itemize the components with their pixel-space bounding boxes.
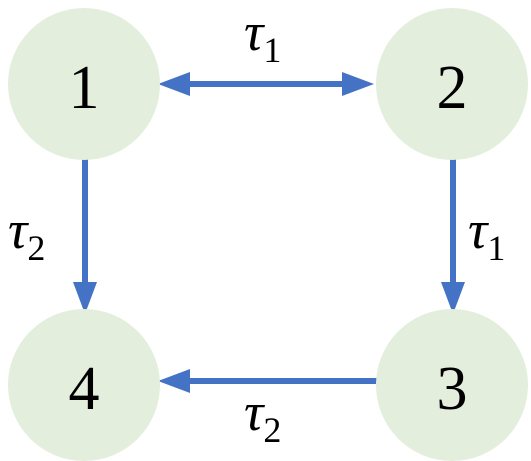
arrowhead-left-icon <box>158 72 190 96</box>
edge-label-2-3: τ1 <box>468 200 505 268</box>
node-1: 1 <box>8 8 160 160</box>
edge-symbol: τ <box>468 200 489 260</box>
arrowhead-right-icon <box>342 72 374 96</box>
edge-label-3-4: τ2 <box>244 382 281 450</box>
node-label: 4 <box>69 355 100 423</box>
node-2: 2 <box>376 8 528 160</box>
arrowhead-down-icon <box>441 282 465 314</box>
edge-symbol: τ <box>8 200 29 260</box>
edge-subscript: 1 <box>487 228 505 268</box>
edge-subscript: 2 <box>263 410 281 450</box>
edge-1-2 <box>158 72 374 96</box>
edge-symbol: τ <box>244 382 265 442</box>
node-3: 3 <box>376 309 528 461</box>
edge-2-3 <box>441 153 465 314</box>
edge-subscript: 1 <box>263 30 281 70</box>
edge-label-1-4: τ2 <box>8 200 45 268</box>
edge-subscript: 2 <box>27 228 45 268</box>
edge-1-4 <box>73 153 97 314</box>
node-label: 3 <box>437 355 468 423</box>
arrowhead-left-icon <box>158 369 190 393</box>
edge-symbol: τ <box>244 2 265 62</box>
edge-3-4 <box>158 369 378 393</box>
arrowhead-down-icon <box>73 282 97 314</box>
node-label: 2 <box>437 54 468 122</box>
node-label: 1 <box>69 54 100 122</box>
edge-label-1-2: τ1 <box>244 2 281 70</box>
node-4: 4 <box>8 309 160 461</box>
